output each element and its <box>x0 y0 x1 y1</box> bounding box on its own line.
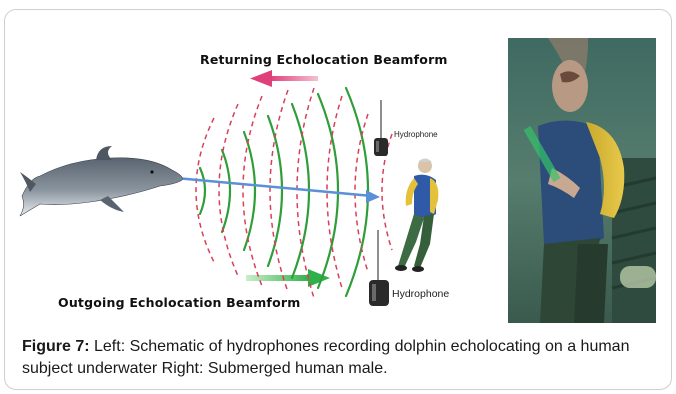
submerged-human-photo <box>508 38 656 323</box>
outgoing-beamform-label: Outgoing Echolocation Beamform <box>58 295 300 310</box>
human-subject-illustration <box>395 159 438 273</box>
dolphin-illustration <box>20 146 182 216</box>
hydrophone-top-label: Hydrophone <box>394 130 438 139</box>
figure-caption: Figure 7: Left: Schematic of hydrophones… <box>22 336 662 380</box>
outgoing-wavefronts <box>200 88 368 296</box>
returning-arrow <box>250 70 318 87</box>
caption-text: Left: Schematic of hydrophones recording… <box>22 338 629 377</box>
echolocation-beam <box>176 178 380 203</box>
outgoing-arrow <box>246 269 330 287</box>
returning-wavefronts <box>196 88 392 298</box>
hydrophone-top <box>374 100 388 156</box>
hydrophone-bottom <box>369 230 389 306</box>
returning-beamform-label: Returning Echolocation Beamform <box>200 52 448 67</box>
hydrophone-bottom-label: Hydrophone <box>392 288 449 300</box>
caption-label: Figure 7: <box>22 338 90 355</box>
